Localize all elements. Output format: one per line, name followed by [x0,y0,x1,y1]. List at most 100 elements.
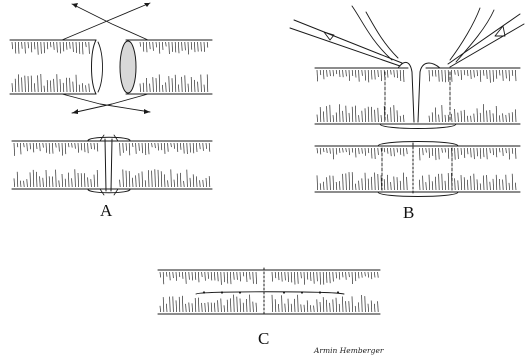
shading-stroke [330,70,331,76]
shading-stroke [136,175,137,187]
shading-stroke [75,143,76,149]
shading-stroke [339,70,340,77]
shading-stroke [381,175,382,190]
panel-a-bottom-drawing [12,135,212,195]
shading-stroke [349,148,350,155]
shading-stroke [375,110,376,122]
shading-stroke [506,175,507,190]
shading-stroke [336,272,337,278]
shading-stroke [439,70,440,82]
shading-stroke [451,114,452,122]
shading-stroke [171,143,172,147]
shading-stroke [198,272,199,282]
shading-stroke [365,296,366,312]
shading-stroke [278,304,279,312]
shading-stroke [148,170,149,187]
shading-stroke [429,116,430,122]
shading-stroke [214,303,215,312]
shading-stroke [397,70,398,78]
shading-stroke [129,143,130,155]
shading-stroke [190,143,191,153]
shading-stroke [358,272,359,278]
shading-stroke [208,272,209,279]
shading-stroke [201,42,202,51]
shading-stroke [60,42,61,53]
shading-stroke [320,302,321,312]
shading-stroke [432,70,433,76]
artist-signature: Armin Hemberger [313,346,384,355]
shading-stroke [362,70,363,76]
shading-stroke [17,172,18,187]
shading-stroke [30,172,31,187]
shading-stroke [198,298,199,312]
shading-stroke [194,80,195,92]
shading-stroke [145,180,146,187]
shading-stroke [57,42,58,53]
shading-stroke [464,70,465,75]
shading-stroke [368,107,369,122]
shading-stroke [237,272,238,280]
shading-stroke [346,173,347,190]
shading-stroke [333,115,334,122]
shading-stroke [56,170,57,187]
shading-stroke [426,148,427,153]
shading-stroke [202,303,203,312]
shading-stroke [221,272,222,285]
shading-stroke [487,175,488,190]
shading-stroke [253,272,254,284]
shading-stroke [205,272,206,281]
panel-b-bottom-drawing [315,142,520,197]
shading-stroke [148,143,149,154]
shading-stroke [79,42,80,54]
shading-stroke [172,78,173,92]
shading-stroke [346,148,347,152]
shading-stroke [40,176,41,187]
shading-stroke [343,70,344,77]
shading-stroke [31,42,32,52]
shading-stroke [387,70,388,78]
shading-stroke [365,108,366,122]
shading-stroke [243,303,244,312]
shading-stroke [209,143,210,152]
shading-stroke [342,272,343,277]
shading-stroke [182,296,183,312]
shading-stroke [126,171,127,187]
shading-stroke [339,304,340,312]
shading-stroke [403,173,404,190]
shading-stroke [496,175,497,190]
shading-stroke [368,179,369,190]
shading-stroke [487,148,488,159]
shading-stroke [94,175,95,187]
shading-stroke [435,107,436,122]
shading-stroke [68,143,69,147]
shading-stroke [474,70,475,77]
shading-stroke [374,272,375,277]
shading-stroke [333,70,334,76]
shading-stroke [164,174,165,187]
shading-stroke [209,176,210,187]
shading-stroke [272,272,273,282]
shading-stroke [394,177,395,190]
shading-stroke [291,304,292,312]
shading-stroke [205,303,206,312]
shading-stroke [173,296,174,312]
vessel-right-segment [120,40,212,94]
shading-stroke [190,178,191,187]
shading-stroke [272,295,273,312]
shading-stroke [163,272,164,284]
shading-stroke [221,298,222,312]
shading-stroke [467,180,468,190]
shading-stroke [170,272,171,280]
shading-stroke [378,272,379,278]
shading-stroke [317,272,318,281]
shading-stroke [65,179,66,187]
shading-stroke [365,148,366,156]
shading-stroke [349,113,350,122]
shading-stroke [66,78,67,92]
shading-stroke [503,113,504,122]
shading-stroke [359,115,360,122]
shading-stroke [317,70,318,81]
shading-stroke [27,143,28,151]
shading-stroke [371,272,372,279]
shading-stroke [146,78,147,92]
